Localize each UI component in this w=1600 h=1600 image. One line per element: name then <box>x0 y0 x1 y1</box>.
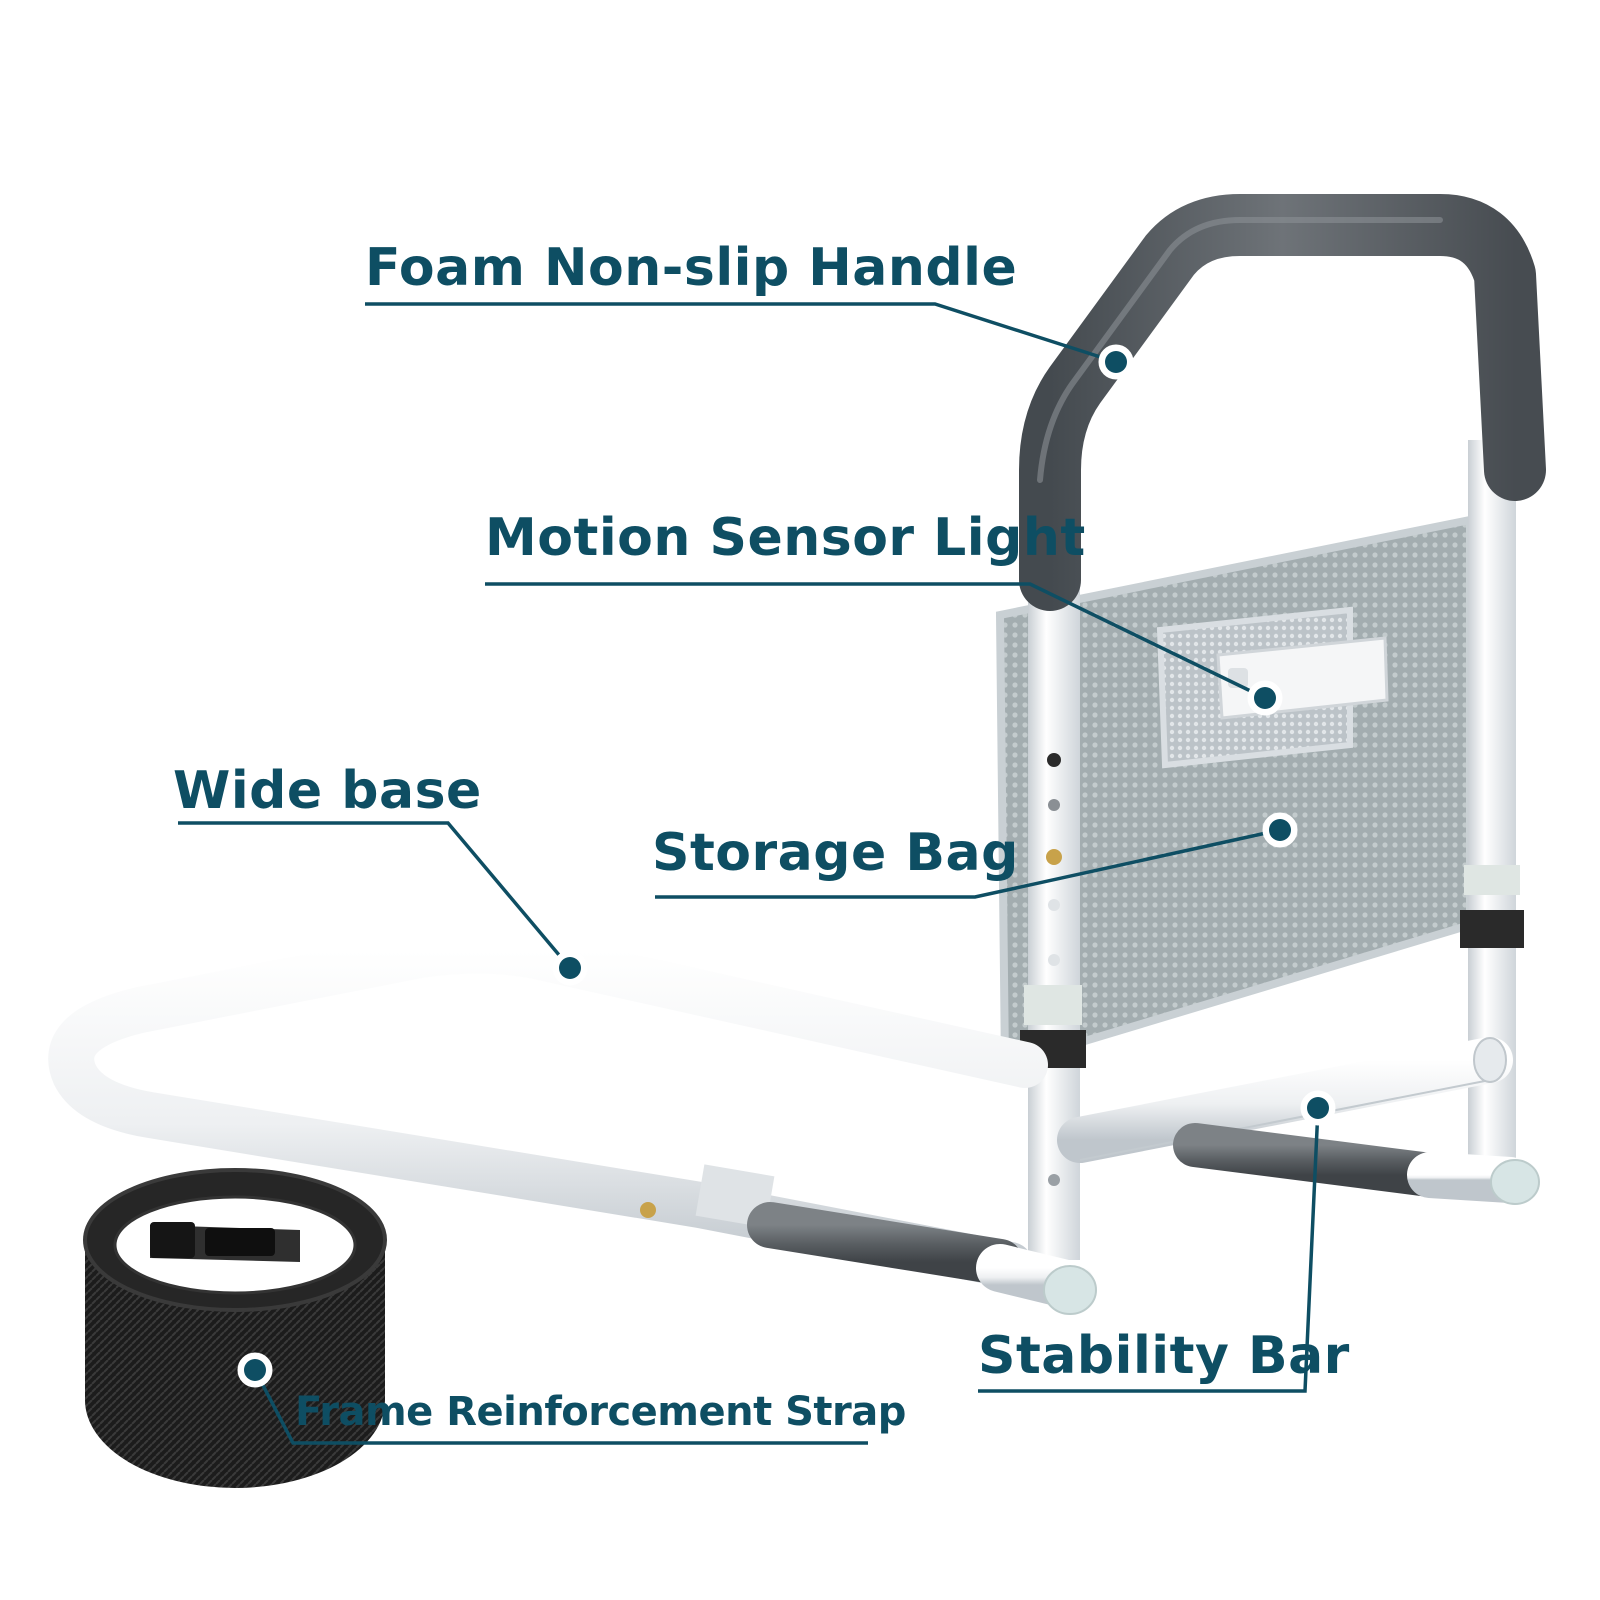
callout-line-strap <box>253 1369 868 1445</box>
callout-line-handle <box>365 302 1117 364</box>
wide-base <box>48 927 1097 1315</box>
callout-dots <box>237 344 1336 1388</box>
reinforcement-strap <box>83 1168 387 1488</box>
callout-dot-icon <box>237 1352 273 1388</box>
foam-handle <box>1019 194 1546 611</box>
callout-line-base <box>178 821 572 970</box>
callout-dot-icon <box>1300 1090 1336 1126</box>
label-storage-bag: Storage Bag <box>652 823 1019 883</box>
label-stability-bar: Stability Bar <box>978 1326 1350 1386</box>
callout-dot-icon <box>1098 344 1134 380</box>
callout-labels: Foam Non-slip Handle Motion Sensor Light… <box>173 238 1350 1435</box>
bed-rail-illustration <box>48 194 1546 1488</box>
callout-line-light <box>485 582 1266 700</box>
stability-bar <box>1057 1037 1540 1205</box>
callout-line-bag <box>655 828 1281 899</box>
label-motion-sensor-light: Motion Sensor Light <box>485 508 1086 568</box>
label-reinforcement-strap: Frame Reinforcement Strap <box>295 1389 906 1435</box>
label-foam-handle: Foam Non-slip Handle <box>365 238 1017 298</box>
callout-line-stability <box>978 1107 1320 1393</box>
label-wide-base: Wide base <box>173 761 482 821</box>
callout-dot-icon <box>552 950 588 986</box>
callout-lines <box>178 302 1320 1445</box>
callout-dot-icon <box>1262 812 1298 848</box>
callout-dot-icon <box>1247 680 1283 716</box>
